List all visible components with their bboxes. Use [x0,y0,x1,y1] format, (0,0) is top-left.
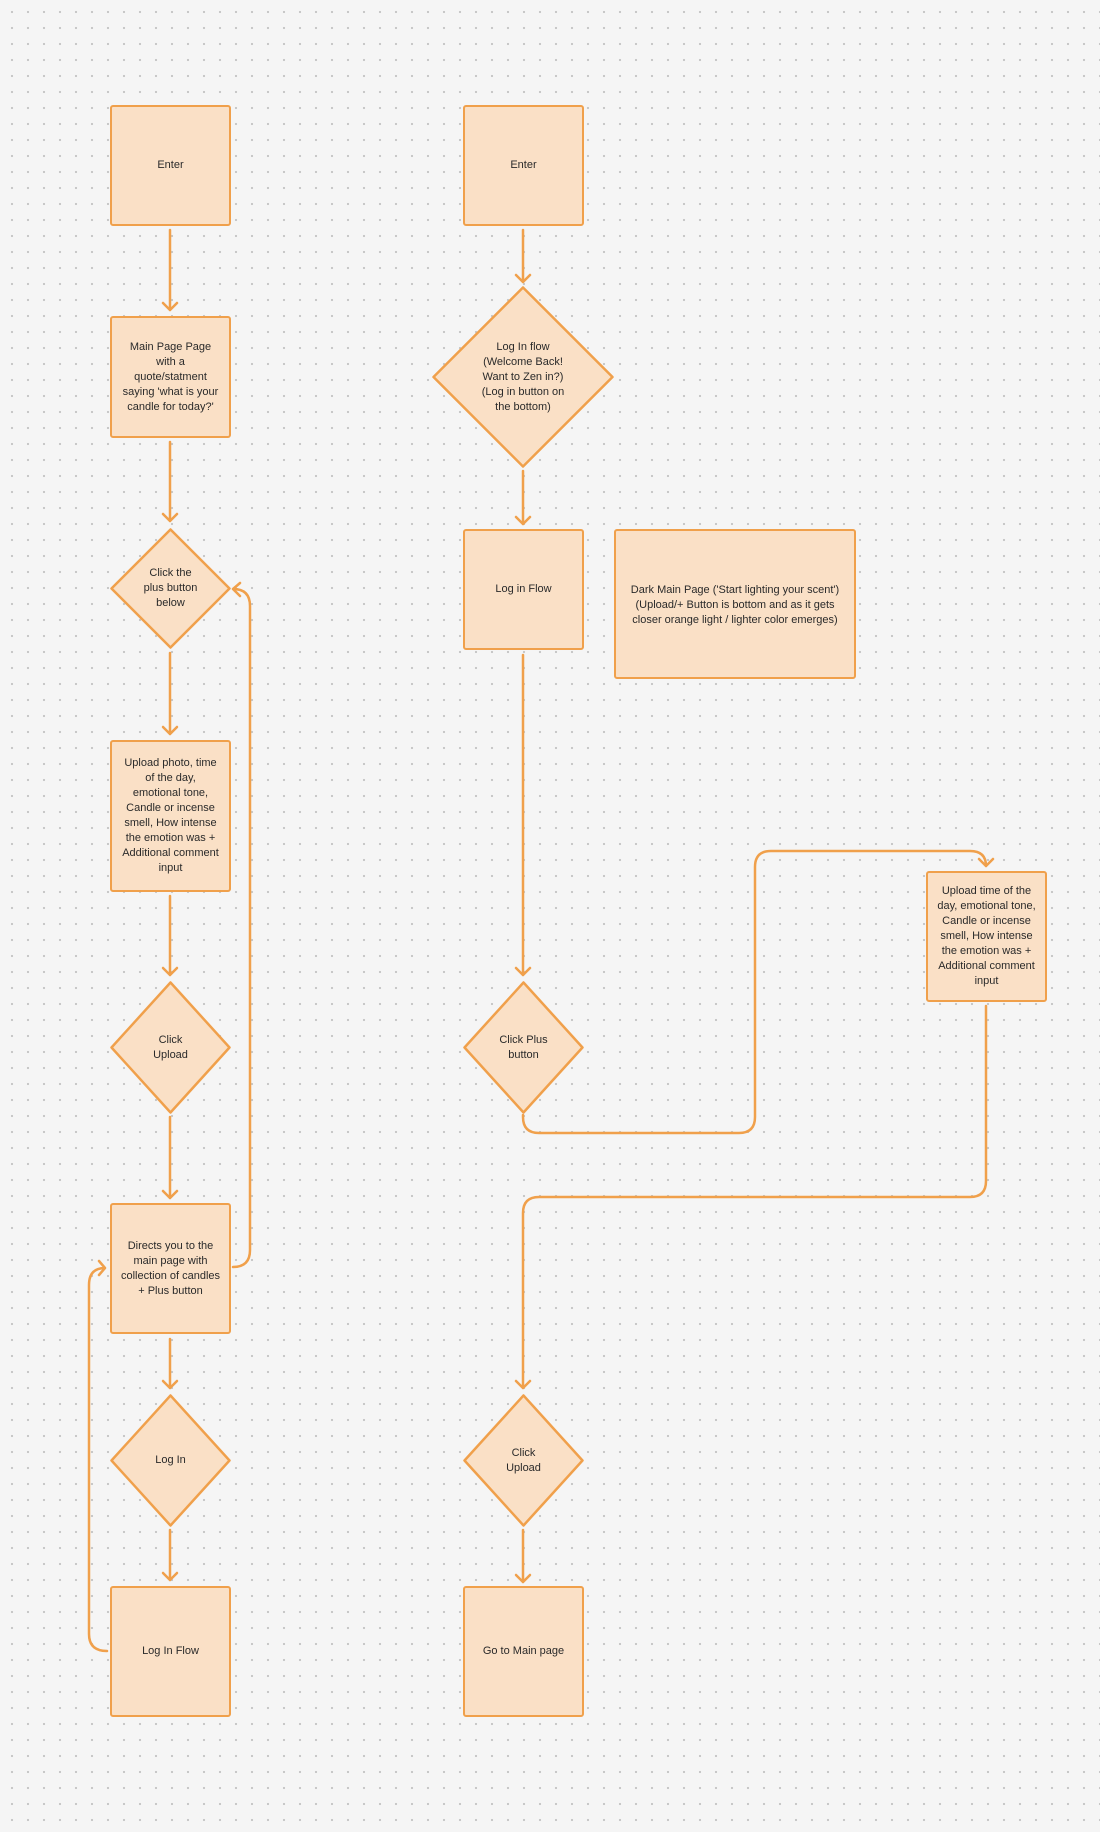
upload-photo-form-node[interactable]: Upload photo, time of the day, emotional… [110,740,231,892]
decision-shape [463,981,584,1114]
dark-main-page-label: Dark Main Page ('Start lighting your sce… [630,584,840,626]
decision-shape [110,981,231,1114]
click-upload-decision-left[interactable]: Click Upload [110,981,231,1114]
enter-node-right-label: Enter [510,159,537,171]
decision-shape [432,286,614,468]
connector-click-plus-to-upload-form [161,651,179,736]
log-in-flow-node-left[interactable]: Log In Flow [110,1586,231,1717]
dark-main-page-node[interactable]: Dark Main Page ('Start lighting your sce… [614,529,856,679]
directs-main-page-node[interactable]: Directs you to the main page with collec… [110,1203,231,1334]
log-in-label: Log In [155,1454,186,1466]
connector-click-upload-to-go-main-page [514,1528,532,1584]
main-page-node-label: Main Page Page with a quote/statment say… [122,340,219,413]
click-upload-right-label: Click Upload [506,1446,541,1474]
enter-node-left-label: Enter [157,159,184,171]
connector-upload-form-to-click-upload [161,894,179,977]
directs-main-page-label: Directs you to the main page with collec… [120,1239,221,1297]
log-in-decision[interactable]: Log In [110,1394,231,1527]
log-in-flow-right-label: Log in Flow [495,583,552,595]
connector-enter-to-main-page [161,228,179,312]
connector-directs-to-log-in [161,1337,179,1390]
decision-shape [110,528,231,649]
main-page-node[interactable]: Main Page Page with a quote/statment say… [110,316,231,438]
click-plus-button-label: Click Plus button [499,1033,548,1061]
upload-time-form-label: Upload time of the day, emotional tone, … [937,885,1036,987]
connector-enter-right-to-log-in-decision [514,228,532,284]
decision-shape [463,1394,584,1527]
upload-time-form-node[interactable]: Upload time of the day, emotional tone, … [926,871,1047,1002]
connector-main-page-to-click-plus [161,440,179,523]
connector-log-in-flow-to-click-plus [514,653,532,977]
click-plus-button-decision[interactable]: Click Plus button [463,981,584,1114]
connector-click-upload-to-directs [161,1115,179,1200]
connector-directs-loop-to-click-plus [231,581,252,1269]
connector-log-in-decision-to-log-in-flow [514,469,532,526]
enter-node-left[interactable]: Enter [110,105,231,226]
click-upload-left-label: Click Upload [153,1033,188,1061]
upload-photo-form-label: Upload photo, time of the day, emotional… [122,757,219,874]
click-upload-decision-right[interactable]: Click Upload [463,1394,584,1527]
log-in-flow-decision[interactable]: Log In flow (Welcome Back! Want to Zen i… [432,286,614,468]
go-to-main-page-node[interactable]: Go to Main page [463,1586,584,1717]
log-in-flow-left-label: Log In Flow [142,1645,199,1657]
log-in-flow-node-right[interactable]: Log in Flow [463,529,584,650]
decision-shape [110,1394,231,1527]
connector-log-in-to-log-in-flow [161,1528,179,1582]
connector-log-in-flow-loop-to-directs [87,1259,109,1653]
log-in-flow-decision-label: Log In flow (Welcome Back! Want to Zen i… [481,340,565,413]
click-plus-below-decision[interactable]: Click the plus button below [110,528,231,649]
go-to-main-page-label: Go to Main page [482,1645,565,1657]
connector-click-plus-to-upload-time-form [521,849,995,1135]
enter-node-right[interactable]: Enter [463,105,584,226]
click-plus-below-label: Click the plus button below [143,567,198,609]
connector-upload-time-form-to-click-upload [514,1004,988,1390]
